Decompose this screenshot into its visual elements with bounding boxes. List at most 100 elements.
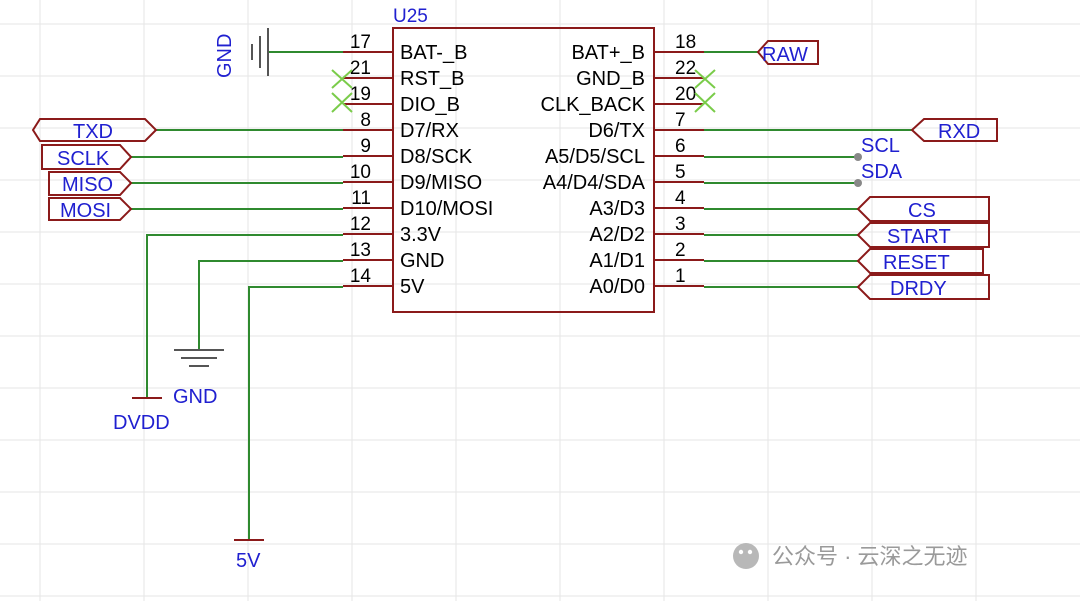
wires	[130, 51, 912, 540]
pin-left-19[interactable]: 19 DIO_B	[343, 84, 460, 116]
pin-label: A2/D2	[589, 224, 645, 246]
pin-label: D6/TX	[588, 120, 645, 142]
connector-dot-icon	[854, 153, 862, 161]
pin-number: 8	[360, 110, 371, 131]
pin-label: RST_B	[400, 68, 464, 90]
pin-right-6[interactable]: 6 A5/D5/SCL	[545, 136, 704, 168]
pin-number: 20	[675, 84, 696, 105]
pin-label: A3/D3	[589, 198, 645, 220]
pin-number: 14	[350, 266, 372, 287]
net-port-scl[interactable]: SCL	[854, 135, 900, 161]
no-connect-icon	[694, 92, 716, 113]
net-flag-raw[interactable]: RAW	[756, 40, 819, 66]
pin-left-13[interactable]: 13 GND	[343, 240, 444, 272]
pin-left-11[interactable]: 11 D10/MOSI	[343, 188, 493, 220]
net-label-5v: 5V	[236, 550, 261, 572]
pin-right-1[interactable]: 1A0/D0	[589, 266, 704, 298]
pin-label: D10/MOSI	[400, 198, 493, 220]
pin-label: DIO_B	[400, 94, 460, 116]
net-label-txd: TXD	[73, 121, 113, 143]
pin-left-9[interactable]: 9 D8/SCK	[343, 136, 473, 168]
dvdd-power-symbol[interactable]: DVDD	[113, 397, 170, 434]
net-label-gnd-bottom: GND	[173, 386, 217, 408]
pin-number: 11	[351, 188, 371, 209]
pin-number: 22	[675, 58, 696, 79]
net-flag-mosi[interactable]: MOSI	[48, 197, 133, 222]
pin-label: 5V	[400, 276, 425, 298]
watermark: 公众号 · 云深之无迹	[733, 543, 968, 569]
pin-right-2[interactable]: 2 A1/D1	[589, 240, 704, 272]
pin-number: 19	[350, 84, 371, 105]
net-label-gnd-top: GND	[214, 34, 236, 78]
no-connect-icon	[331, 92, 353, 113]
pin-label: BAT-_B	[400, 42, 467, 64]
pin-number: 7	[675, 110, 686, 131]
no-connect-markers	[331, 69, 716, 113]
pin-label: D8/SCK	[400, 146, 473, 168]
pin-label: A1/D1	[589, 250, 645, 272]
connector-dot-icon	[854, 179, 862, 187]
pin-left-14[interactable]: 14 5V	[343, 266, 425, 298]
net-label-sda: SDA	[861, 161, 903, 183]
pin-number: 6	[675, 136, 686, 157]
net-flag-rxd[interactable]: RXD	[910, 118, 998, 143]
pin-right-4[interactable]: 4 A3/D3	[589, 188, 704, 220]
net-label-scl: SCL	[861, 135, 900, 157]
pin-label: A4/D4/SDA	[543, 172, 646, 194]
pin-label: GND	[400, 250, 444, 272]
net-flag-drdy[interactable]: DRDY	[856, 274, 990, 300]
wire-dvdd	[146, 234, 343, 398]
net-flag-start[interactable]: START	[856, 222, 990, 248]
net-flag-txd[interactable]: TXD	[31, 118, 158, 143]
gnd-top-symbol[interactable]: GND	[214, 28, 269, 78]
pin-label: BAT+_B	[571, 42, 645, 64]
pin-left-17[interactable]: 17 BAT-_B	[343, 32, 467, 64]
pin-number: 9	[360, 136, 371, 157]
pin-number: 10	[350, 162, 371, 183]
pin-right-3[interactable]: 3 A2/D2	[589, 214, 704, 246]
no-connect-icon	[331, 69, 353, 89]
pin-right-22[interactable]: 22 GND_B	[576, 58, 704, 90]
gnd-bottom-symbol[interactable]: GND	[173, 349, 224, 408]
wechat-icon	[733, 543, 759, 569]
pin-right-7[interactable]: 7 D6/TX	[588, 110, 704, 142]
net-label-reset: RESET	[883, 252, 950, 274]
net-flag-cs[interactable]: CS	[856, 196, 990, 222]
net-label-start: START	[887, 226, 951, 248]
net-port-sda[interactable]: SDA	[854, 161, 903, 187]
net-label-dvdd: DVDD	[113, 412, 170, 434]
pin-number: 3	[675, 214, 686, 235]
net-flag-sclk[interactable]: SCLK	[41, 144, 133, 170]
pin-label: A0/D0	[589, 276, 645, 298]
pin-number: 17	[350, 32, 371, 53]
pin-number: 5	[675, 162, 686, 183]
pin-left-12[interactable]: 12 3.3V	[343, 214, 442, 246]
pin-number: 13	[350, 240, 371, 261]
v5-power-symbol[interactable]: 5V	[234, 539, 264, 572]
net-flag-miso[interactable]: MISO	[48, 171, 133, 196]
pin-label: A5/D5/SCL	[545, 146, 645, 168]
net-label-miso: MISO	[62, 174, 113, 196]
net-label-mosi: MOSI	[60, 200, 111, 222]
pin-number: 12	[350, 214, 371, 235]
pin-left-10[interactable]: 10 D9/MISO	[343, 162, 482, 194]
net-label-raw: RAW	[762, 44, 808, 66]
pin-label: 3.3V	[400, 224, 442, 246]
component-ref: U25	[393, 6, 428, 27]
watermark-text: 公众号 · 云深之无迹	[772, 544, 968, 569]
pin-number: 4	[675, 188, 686, 209]
pin-right-5[interactable]: 5 A4/D4/SDA	[543, 162, 704, 194]
pin-label: GND_B	[576, 68, 645, 90]
wire-5v	[248, 286, 343, 540]
pin-number: 2	[675, 240, 686, 261]
u25-body[interactable]	[392, 27, 655, 313]
pin-label: D9/MISO	[400, 172, 482, 194]
net-label-sclk: SCLK	[57, 148, 110, 170]
net-flag-reset[interactable]: RESET	[856, 248, 984, 274]
